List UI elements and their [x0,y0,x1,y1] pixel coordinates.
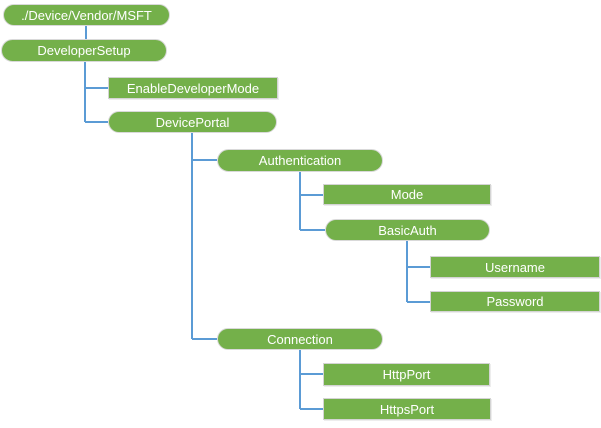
node-device-vendor-msft: ./Device/Vendor/MSFT [3,4,170,26]
node-deviceportal: DevicePortal [108,111,277,133]
node-developersetup: DeveloperSetup [1,39,167,62]
node-basicauth: BasicAuth [325,219,490,241]
node-httpport: HttpPort [323,363,490,386]
node-httpsport: HttpsPort [323,398,491,420]
node-enabledevelopermode: EnableDeveloperMode [108,77,278,99]
node-connection: Connection [217,328,383,350]
node-username: Username [430,256,600,278]
node-authentication: Authentication [217,149,383,172]
node-password: Password [430,291,600,312]
node-mode: Mode [323,184,491,205]
